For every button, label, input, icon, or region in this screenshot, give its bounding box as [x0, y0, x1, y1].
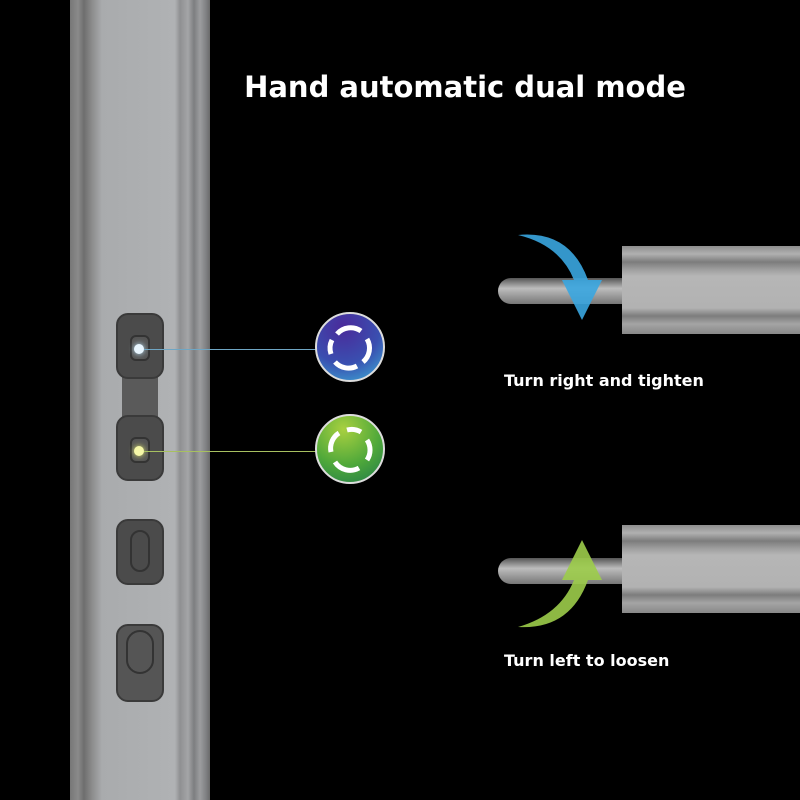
counterclockwise-rotate-icon	[315, 414, 385, 484]
blue-led	[134, 344, 144, 354]
screwdriver-bit	[498, 278, 624, 304]
green-led	[134, 446, 144, 456]
screwdriver-bit	[498, 558, 624, 584]
page-title: Hand automatic dual mode	[244, 70, 686, 104]
tighten-label: Turn right and tighten	[504, 371, 704, 390]
switch-recess	[126, 630, 154, 674]
counterclockwise-arrow-icon	[518, 540, 602, 628]
loosen-label: Turn left to loosen	[504, 651, 670, 670]
button-recess	[130, 530, 150, 572]
callout-line	[144, 349, 316, 350]
clockwise-arrow-icon	[518, 234, 602, 320]
tighten-button[interactable]	[116, 313, 164, 379]
callout-line	[144, 451, 316, 452]
screwdriver-body	[622, 246, 800, 334]
screwdriver-body	[622, 525, 800, 613]
clockwise-rotate-icon	[315, 312, 385, 382]
